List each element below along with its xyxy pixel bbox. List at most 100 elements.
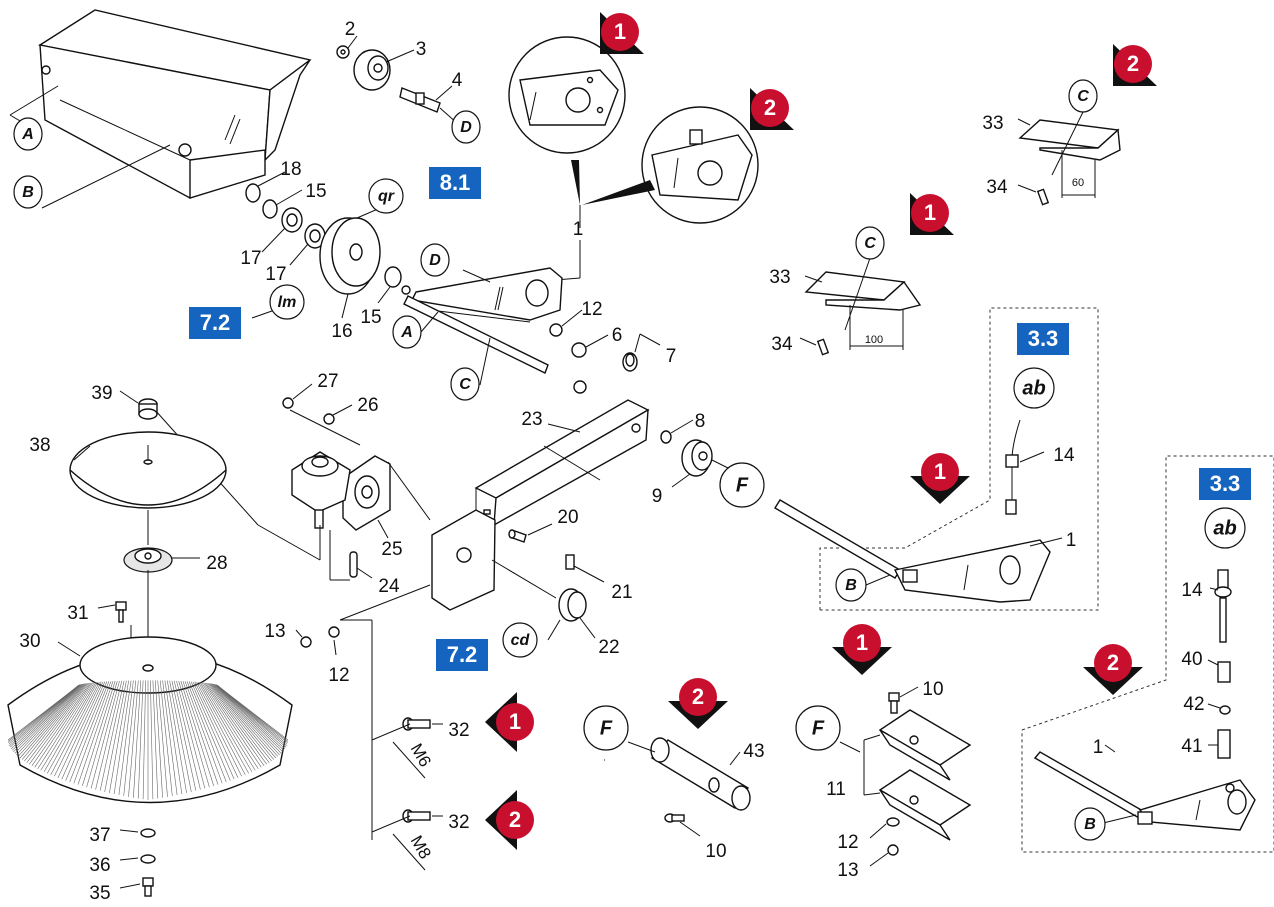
guide-33-variant2 bbox=[1018, 119, 1121, 198]
part-number-callout: 14 bbox=[1053, 445, 1075, 466]
svg-text:2: 2 bbox=[1127, 51, 1139, 76]
washer-37 bbox=[140, 828, 156, 838]
nut-27 bbox=[282, 397, 294, 409]
part-number-callout: 11 bbox=[826, 779, 846, 800]
part-number-callout: 32 bbox=[448, 720, 469, 741]
connector-letter-label: cd bbox=[502, 622, 538, 658]
svg-text:A: A bbox=[21, 126, 34, 143]
bolt-31 bbox=[97, 601, 127, 623]
part-number-callout: 1 bbox=[573, 219, 584, 240]
thread-size-label: M6 bbox=[407, 740, 435, 770]
part-number-callout: 35 bbox=[89, 883, 110, 904]
part-number-callout: 42 bbox=[1183, 694, 1204, 715]
svg-text:3.3: 3.3 bbox=[1028, 326, 1059, 351]
washer-12 bbox=[549, 323, 563, 337]
nut-13c bbox=[887, 844, 899, 856]
connector-letter-label: F bbox=[583, 705, 629, 751]
lever-assembly-variant2 bbox=[1033, 569, 1256, 831]
svg-text:B: B bbox=[22, 184, 34, 201]
svg-text:A: A bbox=[400, 324, 413, 341]
svg-text:1: 1 bbox=[924, 200, 936, 225]
nut-13 bbox=[300, 636, 312, 648]
bolt-32-m6 bbox=[371, 717, 443, 779]
part-number-callout: 10 bbox=[705, 841, 726, 862]
washer-36 bbox=[140, 854, 156, 864]
section-reference-badge[interactable]: 3.3 bbox=[1017, 323, 1069, 355]
part-number-callout: 13 bbox=[837, 860, 858, 881]
svg-text:2: 2 bbox=[692, 684, 704, 709]
svg-text:lm: lm bbox=[278, 294, 297, 311]
variant-marker-icon: 2 bbox=[1083, 644, 1143, 695]
variant-marker-icon: 2 bbox=[1113, 44, 1157, 86]
tensioner-21 bbox=[565, 554, 605, 583]
connector-letter-label: A bbox=[392, 315, 422, 349]
svg-text:F: F bbox=[736, 474, 749, 496]
part-number-callout: 20 bbox=[557, 507, 578, 528]
svg-text:7.2: 7.2 bbox=[200, 310, 231, 335]
part-number-callout: 30 bbox=[19, 631, 40, 652]
section-reference-badge[interactable]: 7.2 bbox=[436, 639, 488, 671]
section-reference-badge[interactable]: 3.3 bbox=[1199, 468, 1251, 500]
screw-34b bbox=[816, 338, 830, 356]
roller-22 bbox=[558, 588, 596, 639]
section-reference-badge[interactable]: 7.2 bbox=[189, 307, 241, 339]
washer-26 bbox=[323, 413, 335, 425]
part-number-callout: 27 bbox=[317, 371, 338, 392]
connector-letter-label: D bbox=[451, 110, 481, 144]
part-number-callout: 8 bbox=[695, 411, 706, 432]
part-number-callout: 12 bbox=[581, 299, 602, 320]
bracket-11 bbox=[878, 709, 972, 841]
variant-marker-icon: 1 bbox=[600, 12, 644, 54]
main-bracket-23 bbox=[431, 399, 650, 611]
svg-text:1: 1 bbox=[614, 19, 626, 44]
washer-12b bbox=[328, 626, 340, 638]
connector-letter-label: F bbox=[795, 705, 841, 751]
part-number-callout: 18 bbox=[280, 159, 301, 180]
motor-25 bbox=[291, 451, 391, 531]
part-number-callout: 32 bbox=[448, 812, 469, 833]
part-number-callout: 1 bbox=[1093, 737, 1104, 758]
part-number-callout: 25 bbox=[381, 539, 402, 560]
part-number-callout: 39 bbox=[91, 383, 112, 404]
detail-circle-1 bbox=[508, 36, 626, 154]
part-number-callout: 12 bbox=[837, 832, 858, 853]
part-number-callout: 23 bbox=[521, 409, 542, 430]
part-number-callout: 22 bbox=[598, 637, 619, 658]
variant-marker-icon: 1 bbox=[485, 692, 534, 752]
hub-28 bbox=[123, 547, 173, 573]
svg-text:1: 1 bbox=[856, 630, 868, 655]
part-number-callout: 33 bbox=[982, 113, 1003, 134]
cap-39 bbox=[138, 398, 158, 420]
part-number-callout: 16 bbox=[331, 321, 352, 342]
part-number-callout: 40 bbox=[1181, 649, 1202, 670]
part-number-callout: 15 bbox=[360, 307, 381, 328]
svg-text:B: B bbox=[845, 577, 857, 594]
big-pulley-16 bbox=[319, 217, 381, 319]
part-number-callout: 21 bbox=[611, 582, 632, 603]
part-number-callout: 17 bbox=[240, 248, 261, 269]
pulley-9 bbox=[681, 439, 713, 477]
dimension-label: 100 bbox=[865, 334, 883, 346]
part-number-callout: 4 bbox=[452, 70, 463, 91]
variant-marker-icon: 1 bbox=[910, 453, 970, 504]
section-reference-badge[interactable]: 8.1 bbox=[429, 167, 481, 199]
part-number-callout: 36 bbox=[89, 855, 110, 876]
broom-bristles bbox=[7, 680, 289, 800]
svg-text:ab: ab bbox=[1213, 517, 1236, 539]
variant-marker-icon: 2 bbox=[750, 88, 794, 130]
connector-letter-label: D bbox=[420, 243, 450, 277]
bolt-32-m8 bbox=[371, 809, 443, 871]
spring-7 bbox=[622, 333, 661, 372]
guide-33-variant1 bbox=[804, 271, 922, 350]
detail-circle-2 bbox=[641, 106, 759, 224]
connector-letter-label: qr bbox=[368, 178, 404, 214]
screw-34a bbox=[1036, 188, 1050, 206]
connector-letter-label: B bbox=[835, 568, 867, 602]
part-number-callout: 14 bbox=[1181, 580, 1203, 601]
part-number-callout: 15 bbox=[305, 181, 326, 202]
bolt-20 bbox=[508, 523, 553, 543]
lever-assembly-variant1 bbox=[774, 419, 1051, 603]
svg-text:D: D bbox=[429, 252, 441, 269]
connector-letter-label: ab bbox=[1204, 507, 1246, 549]
